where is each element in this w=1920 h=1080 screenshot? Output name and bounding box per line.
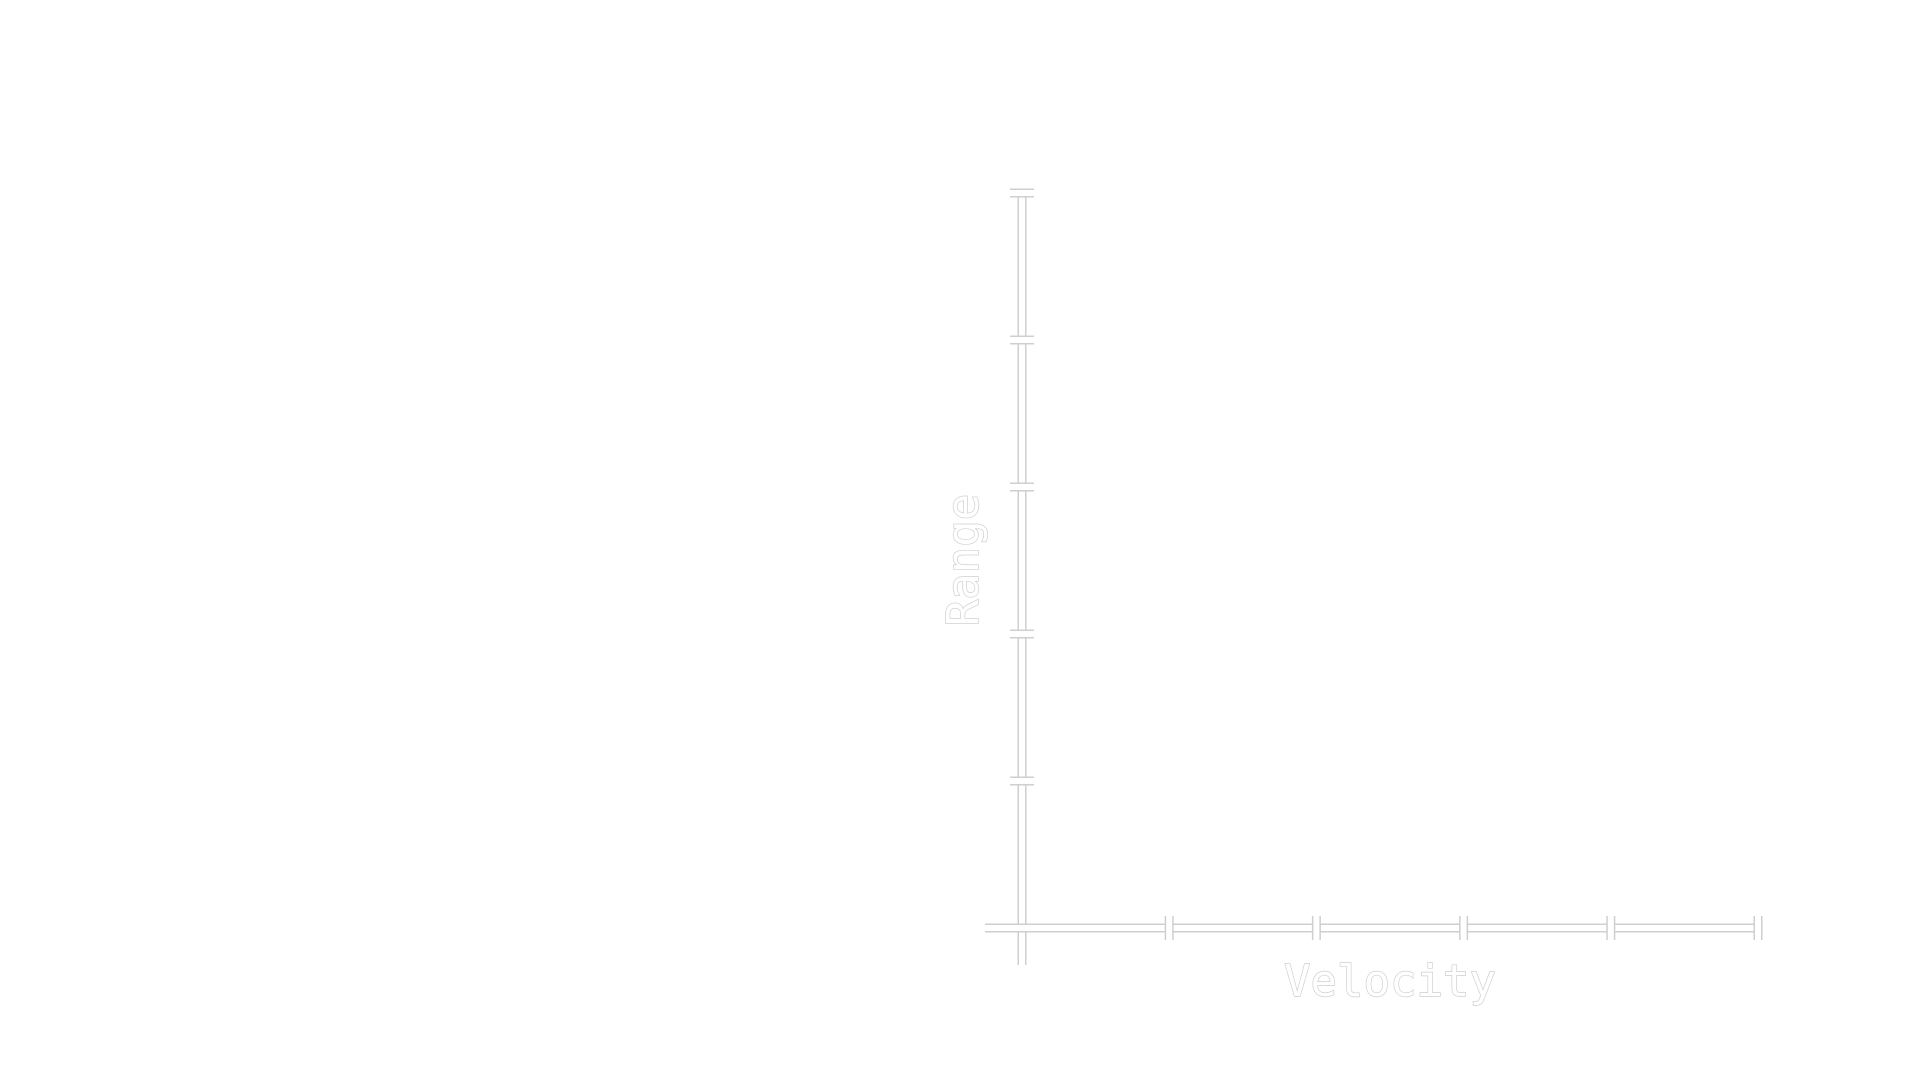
chart-axes xyxy=(985,188,1763,965)
y-axis-label: Range xyxy=(938,494,989,626)
x-axis-label: Velocity xyxy=(1284,956,1496,1007)
